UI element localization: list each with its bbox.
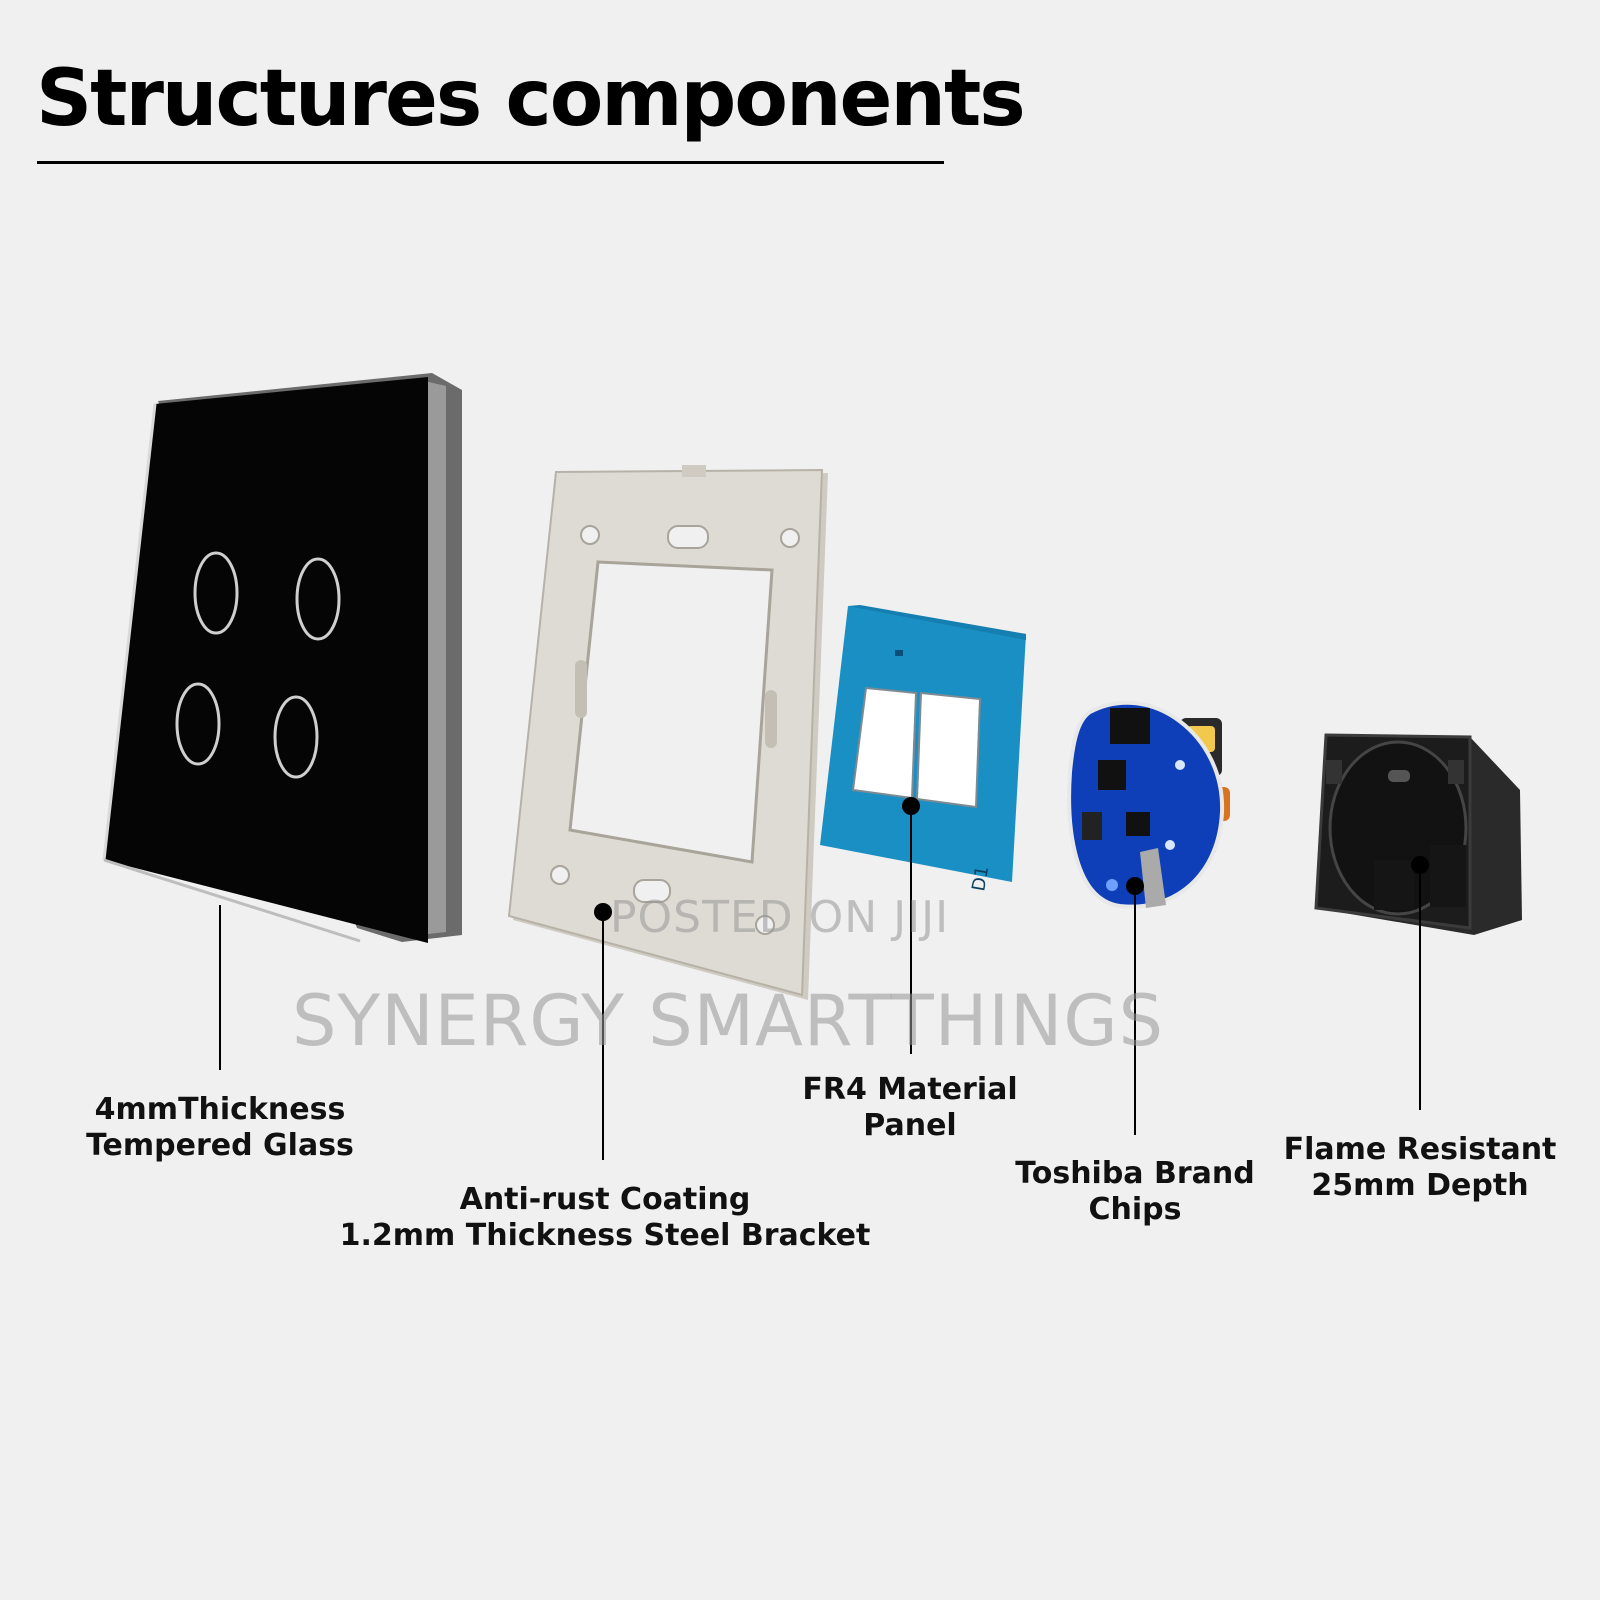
fr4-material-panel: D1 [820, 605, 1026, 893]
label-line: Panel [863, 1108, 957, 1143]
label-line: 4mmThickness [94, 1092, 346, 1127]
circuit-board-chips [1067, 700, 1230, 909]
touch-button-3-icon [175, 682, 221, 766]
tempered-glass-panel [102, 373, 462, 943]
label-fr4-panel: FR4 Material Panel [802, 1072, 1017, 1144]
label-tempered-glass: 4mmThickness Tempered Glass [86, 1092, 354, 1164]
label-steel-bracket: Anti-rust Coating 1.2mm Thickness Steel … [340, 1182, 871, 1254]
page-title: Structures components [36, 54, 1026, 144]
touch-button-2-icon [295, 557, 341, 641]
touch-button-4-icon [273, 695, 319, 779]
steel-bracket [507, 465, 828, 1000]
title-underline [37, 161, 944, 164]
label-line: 1.2mm Thickness Steel Bracket [339, 1218, 871, 1253]
flame-resistant-housing [1314, 733, 1522, 935]
label-line: FR4 Material [802, 1072, 1018, 1107]
leader-lines [219, 797, 1429, 1160]
touch-button-1-icon [193, 551, 239, 635]
label-line: 25mm Depth [1311, 1168, 1529, 1203]
label-line: Tempered Glass [86, 1128, 354, 1163]
watermark-brand: SYNERGY SMARTTHINGS [292, 980, 1165, 1062]
label-flame-resistant: Flame Resistant 25mm Depth [1284, 1132, 1557, 1204]
pcb-marking: D1 [968, 864, 993, 893]
watermark-posted: POSTED ON JIJI [610, 892, 950, 943]
label-line: Chips [1088, 1192, 1182, 1227]
label-toshiba-chips: Toshiba Brand Chips [1015, 1156, 1255, 1228]
label-line: Flame Resistant [1283, 1132, 1557, 1167]
label-line: Anti-rust Coating [459, 1182, 751, 1217]
label-line: Toshiba Brand [1015, 1156, 1255, 1191]
